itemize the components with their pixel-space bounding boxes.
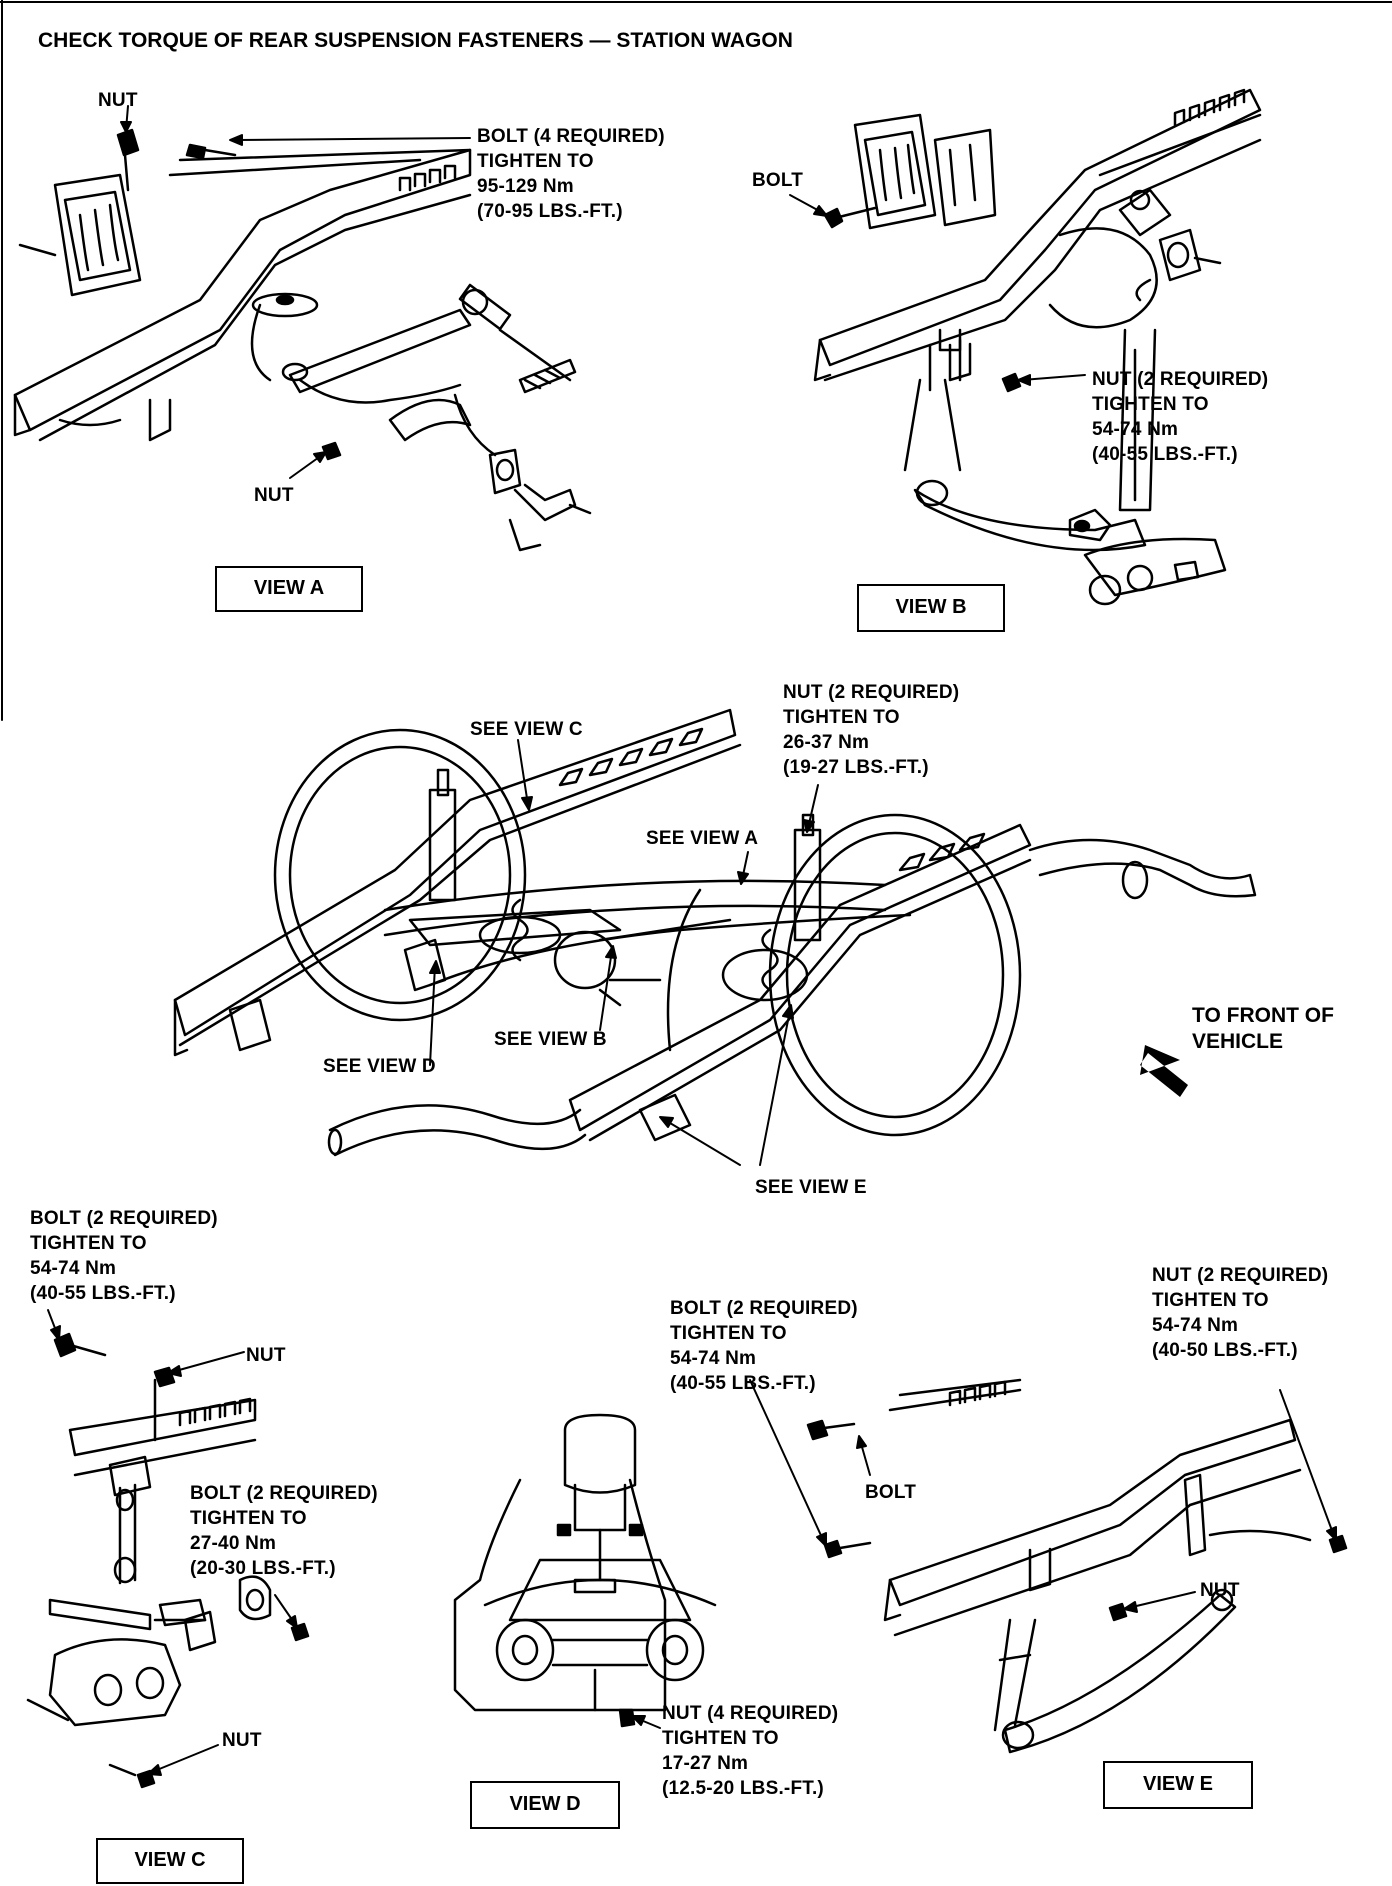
view-c-nut-bottom-label: NUT xyxy=(222,1730,262,1751)
view-b-box: VIEW B xyxy=(857,584,1005,632)
view-e-leaders xyxy=(749,1379,1337,1613)
view-a-bolt-label: BOLT (4 REQUIRED) TIGHTEN TO 95-129 Nm (… xyxy=(477,126,665,222)
page-title: CHECK TORQUE OF REAR SUSPENSION FASTENER… xyxy=(38,29,793,52)
view-c-box: VIEW C xyxy=(96,1838,244,1884)
view-d-box: VIEW D xyxy=(470,1781,620,1829)
view-d-leaders xyxy=(631,1715,661,1729)
view-c-nut-top-label: NUT xyxy=(246,1345,286,1366)
view-a-drawing xyxy=(13,128,592,552)
see-view-d-label: SEE VIEW D xyxy=(323,1056,436,1077)
view-b-drawing xyxy=(813,88,1262,606)
view-e-bolt-label: BOLT xyxy=(865,1482,917,1503)
view-b-leaders xyxy=(789,194,1086,386)
main-nut-label: NUT (2 REQUIRED) TIGHTEN TO 26-37 Nm (19… xyxy=(783,682,960,778)
view-b-nut-label: NUT (2 REQUIRED) TIGHTEN TO 54-74 Nm (40… xyxy=(1092,369,1269,465)
view-e-box: VIEW E xyxy=(1103,1761,1253,1809)
view-a-box-label: VIEW A xyxy=(253,577,325,599)
view-e-bolt-long-label: BOLT (2 REQUIRED) TIGHTEN TO 54-74 Nm (4… xyxy=(670,1298,858,1394)
view-e-drawing xyxy=(806,1378,1348,1754)
see-view-c-label: SEE VIEW C xyxy=(470,719,583,740)
view-b-bolt-label: BOLT xyxy=(752,170,804,191)
view-e-nut-top-label: NUT (2 REQUIRED) TIGHTEN TO 54-74 Nm (40… xyxy=(1152,1265,1329,1361)
view-a-leaders xyxy=(120,105,471,479)
view-a-box: VIEW A xyxy=(215,566,363,612)
view-e-box-label: VIEW E xyxy=(1142,1773,1213,1795)
view-d-drawing xyxy=(453,1413,717,1728)
view-c-box-label: VIEW C xyxy=(134,1849,206,1871)
front-direction-arrow-icon xyxy=(1140,1045,1188,1097)
view-e-nut-label: NUT xyxy=(1200,1580,1240,1601)
view-c-leaders xyxy=(47,1309,298,1776)
view-c-bolt-mid-label: BOLT (2 REQUIRED) TIGHTEN TO 27-40 Nm (2… xyxy=(190,1483,378,1579)
view-c-bolt-top-label: BOLT (2 REQUIRED) TIGHTEN TO 54-74 Nm (4… xyxy=(30,1208,218,1304)
main-leaders xyxy=(429,739,819,1166)
see-view-a-label: SEE VIEW A xyxy=(646,828,759,849)
to-front-of-vehicle-label: TO FRONT OF VEHICLE xyxy=(1192,1004,1334,1053)
view-a-nut-bottom-label: NUT xyxy=(254,485,294,506)
view-d-nut-label: NUT (4 REQUIRED) TIGHTEN TO 17-27 Nm (12… xyxy=(662,1703,839,1799)
view-b-box-label: VIEW B xyxy=(895,596,967,618)
see-view-e-label: SEE VIEW E xyxy=(755,1177,867,1198)
see-view-b-label: SEE VIEW B xyxy=(494,1029,607,1050)
view-a-nut-top-label: NUT xyxy=(98,90,138,111)
main-chassis-drawing xyxy=(173,708,1257,1157)
view-d-box-label: VIEW D xyxy=(509,1793,581,1815)
